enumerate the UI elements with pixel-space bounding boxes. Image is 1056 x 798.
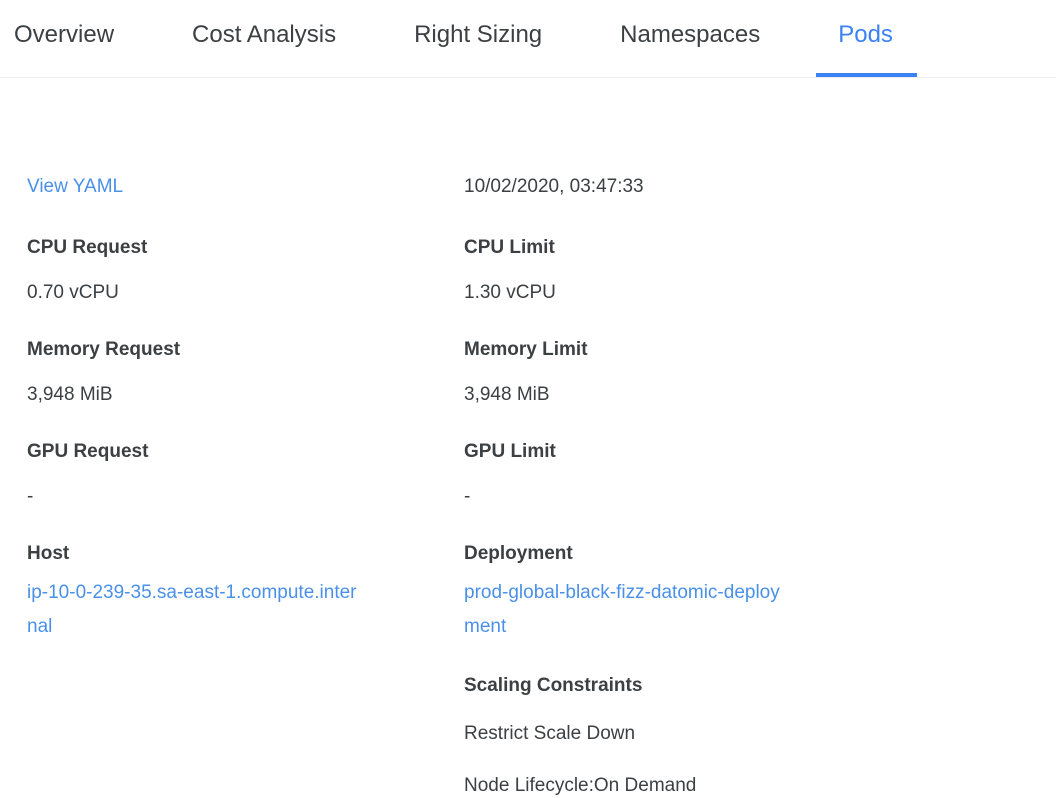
tab-right-sizing-label: Right Sizing bbox=[414, 21, 543, 48]
deployment-link[interactable]: prod-global-black-fizz-datomic-deploymen… bbox=[464, 582, 780, 637]
field-cpu-request-label: CPU Request bbox=[27, 237, 148, 258]
tab-pods[interactable]: Pods bbox=[816, 0, 917, 77]
tab-bar: Overview Cost Analysis Right Sizing Name… bbox=[0, 0, 1056, 78]
field-scaling-constraints: Scaling Constraints Restrict Scale Down … bbox=[464, 674, 794, 798]
tab-cost-analysis[interactable]: Cost Analysis bbox=[192, 0, 336, 77]
field-gpu-limit-value: - bbox=[464, 486, 471, 507]
field-deployment: Deployment prod-global-black-fizz-datomi… bbox=[464, 542, 794, 644]
field-gpu-request: GPU Request - bbox=[27, 440, 357, 514]
field-gpu-limit-label: GPU Limit bbox=[464, 441, 556, 462]
tab-overview-label: Overview bbox=[14, 21, 115, 48]
field-cpu-request: CPU Request 0.70 vCPU bbox=[27, 236, 357, 310]
tab-namespaces[interactable]: Namespaces bbox=[620, 0, 760, 77]
scaling-constraints-list: Restrict Scale Down Node Lifecycle:On De… bbox=[464, 722, 794, 798]
field-cpu-limit-value: 1.30 vCPU bbox=[464, 282, 556, 303]
pod-timestamp: 10/02/2020, 03:47:33 bbox=[464, 176, 644, 197]
field-cpu-request-value: 0.70 vCPU bbox=[27, 282, 119, 303]
field-memory-limit-value: 3,948 MiB bbox=[464, 384, 550, 405]
field-host-label: Host bbox=[27, 543, 70, 564]
field-host-value-wrap: ip-10-0-239-35.sa-east-1.compute.interna… bbox=[27, 576, 357, 644]
field-deployment-label: Deployment bbox=[464, 543, 573, 564]
field-gpu-limit: GPU Limit - bbox=[464, 440, 794, 514]
field-memory-request-value: 3,948 MiB bbox=[27, 384, 113, 405]
tab-overview[interactable]: Overview bbox=[14, 0, 114, 77]
field-cpu-limit: CPU Limit 1.30 vCPU bbox=[464, 236, 794, 310]
view-yaml-link[interactable]: View YAML bbox=[27, 176, 124, 197]
scaling-constraint-item: Node Lifecycle:On Demand bbox=[464, 775, 697, 796]
tab-cost-analysis-label: Cost Analysis bbox=[192, 21, 337, 48]
field-cpu-limit-label: CPU Limit bbox=[464, 237, 555, 258]
field-scaling-constraints-label: Scaling Constraints bbox=[464, 675, 643, 696]
scaling-constraint-item: Restrict Scale Down bbox=[464, 723, 636, 744]
field-gpu-request-value: - bbox=[27, 486, 34, 507]
field-memory-request-label: Memory Request bbox=[27, 339, 181, 360]
field-memory-limit-label: Memory Limit bbox=[464, 339, 588, 360]
tab-pods-label: Pods bbox=[838, 21, 893, 48]
tab-right-sizing[interactable]: Right Sizing bbox=[414, 0, 542, 77]
field-deployment-value-wrap: prod-global-black-fizz-datomic-deploymen… bbox=[464, 576, 794, 644]
tab-list: Overview Cost Analysis Right Sizing Name… bbox=[0, 0, 1056, 77]
tab-namespaces-label: Namespaces bbox=[620, 21, 761, 48]
field-host: Host ip-10-0-239-35.sa-east-1.compute.in… bbox=[27, 542, 357, 644]
host-link[interactable]: ip-10-0-239-35.sa-east-1.compute.interna… bbox=[27, 582, 357, 637]
field-memory-limit: Memory Limit 3,948 MiB bbox=[464, 338, 794, 412]
field-memory-request: Memory Request 3,948 MiB bbox=[27, 338, 357, 412]
field-gpu-request-label: GPU Request bbox=[27, 441, 149, 462]
